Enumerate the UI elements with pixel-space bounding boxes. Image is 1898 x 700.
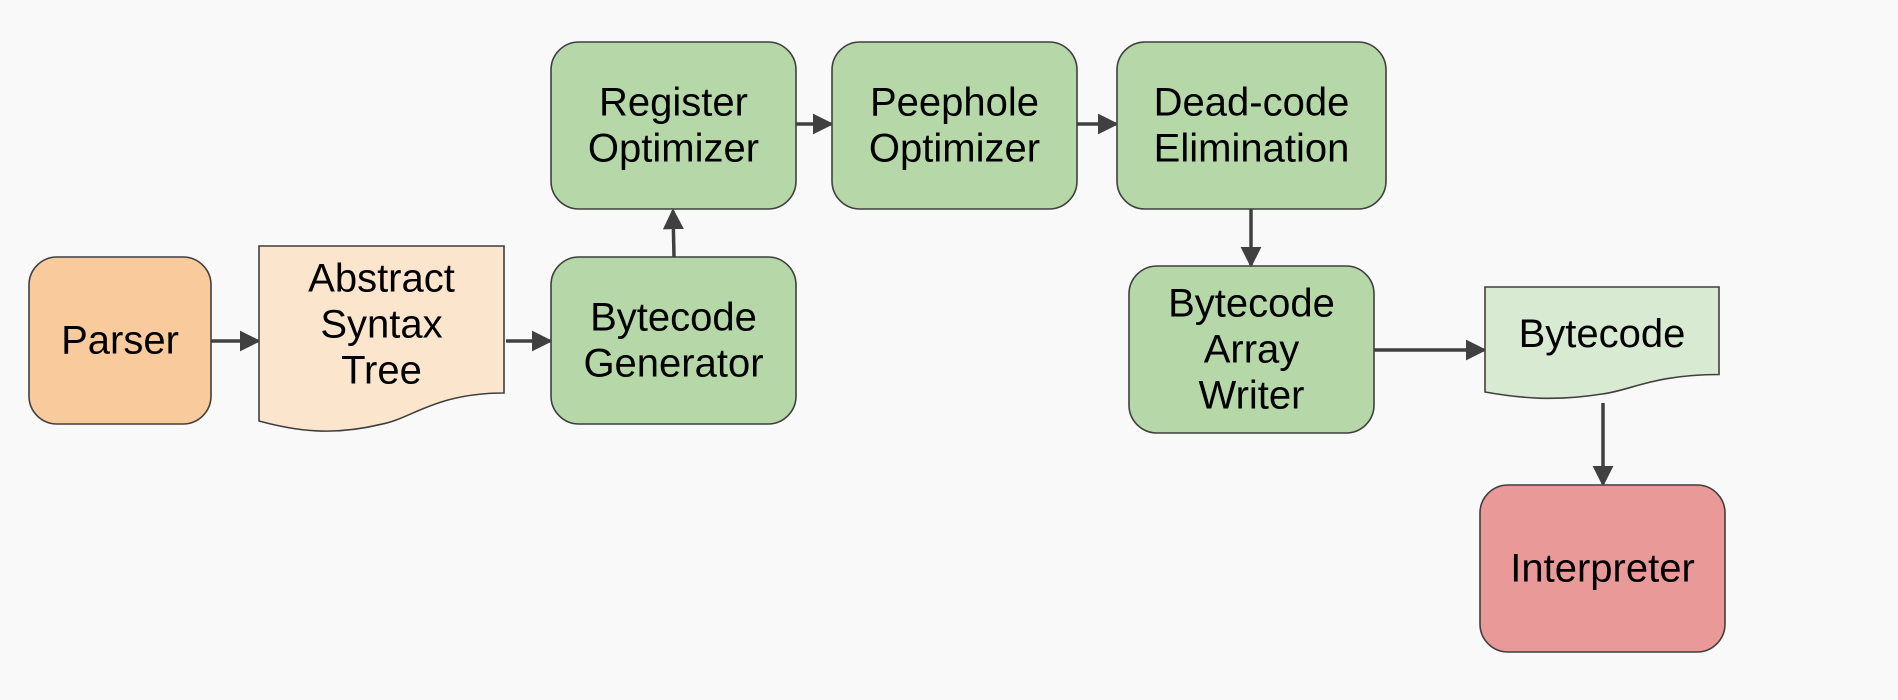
node-parser-label-line: Parser (61, 319, 179, 363)
node-bytecode-array-writer-label-line: Writer (1199, 374, 1305, 418)
node-ast-label-line: Abstract (308, 257, 455, 301)
node-bytecode-shape (1484, 286, 1720, 400)
node-interpreter-label-line: Interpreter (1510, 547, 1695, 591)
node-bytecode-generator-shape (550, 256, 797, 425)
node-parser-shape (28, 256, 212, 425)
node-bytecode-generator-label-line: Generator (583, 342, 763, 386)
node-bytecode: Bytecode (1484, 286, 1720, 400)
node-interpreter-shape (1479, 484, 1726, 653)
node-bytecode-array-writer-shape (1128, 265, 1375, 434)
node-ast-label-line: Syntax (320, 303, 442, 347)
node-register-optimizer-label-line: Register (599, 81, 748, 125)
node-register-optimizer-shape (550, 41, 797, 210)
node-ast-shape (258, 245, 505, 432)
node-ast-label-line: Tree (341, 349, 422, 393)
node-parser: Parser (28, 256, 212, 425)
node-bytecode-array-writer-label-line: Bytecode (1168, 282, 1335, 326)
node-bytecode-array-writer-label-line: Array (1204, 328, 1300, 372)
node-register-optimizer-label-line: Optimizer (588, 127, 759, 171)
node-bytecode-label-line: Bytecode (1519, 312, 1686, 356)
node-peephole-optimizer-label-line: Peephole (870, 81, 1039, 125)
edges-layer (211, 113, 1614, 487)
node-interpreter: Interpreter (1479, 484, 1726, 653)
node-peephole-optimizer-label-line: Optimizer (869, 127, 1040, 171)
nodes-layer: ParserAbstractSyntaxTreeBytecodeGenerato… (28, 41, 1726, 653)
node-bytecode-generator-label-line: Bytecode (590, 296, 757, 340)
node-dead-code-elimination-shape (1116, 41, 1387, 210)
node-peephole-optimizer-shape (831, 41, 1078, 210)
node-dead-code-elimination-label-line: Elimination (1154, 127, 1350, 171)
edge-arrow-bytecode-generator-to-register-optimizer (662, 208, 684, 258)
node-dead-code-elimination-label-line: Dead-code (1154, 81, 1350, 125)
